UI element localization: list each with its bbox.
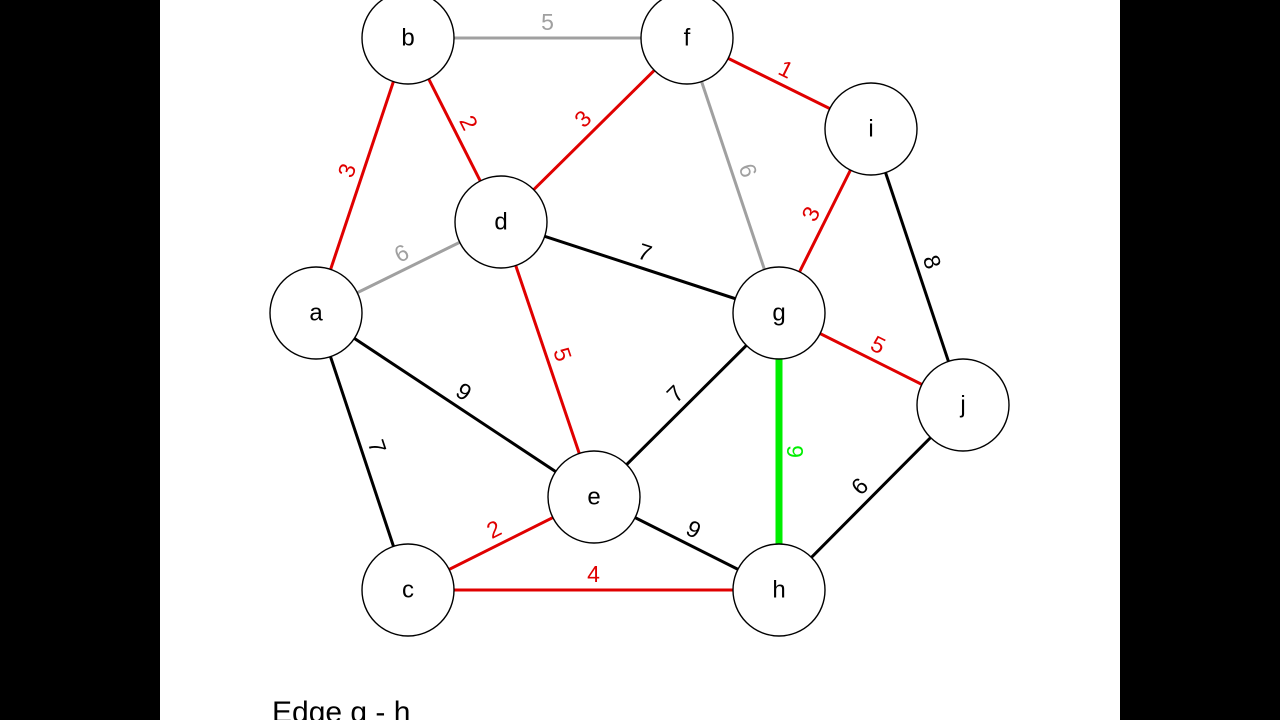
edge-weight-i-j: 8 [918, 252, 947, 272]
edge-weight-b-f: 5 [541, 9, 554, 35]
node-label-d: d [494, 209, 507, 236]
node-label-i: i [868, 116, 873, 143]
node-circle-f [640, 0, 734, 85]
edge-weight-a-b: 3 [332, 160, 361, 180]
node-circle-g [732, 266, 826, 360]
node-label-h: h [772, 577, 785, 604]
edge-weight-f-g: 6 [734, 160, 763, 180]
edge-weight-c-h: 4 [587, 561, 600, 587]
node-circle-b [361, 0, 455, 85]
node-label-f: f [684, 25, 691, 52]
edge-weight-g-i: 3 [796, 202, 825, 225]
node-circle-i [824, 82, 918, 176]
node-g: g [732, 266, 826, 360]
node-f: f [640, 0, 734, 85]
edge-weight-d-e: 5 [548, 344, 577, 364]
node-circle-e [547, 450, 641, 544]
edge-weight-g-h: 9 [782, 445, 808, 458]
edge-line-d-g [500, 220, 780, 315]
node-i: i [824, 82, 918, 176]
edge-weight-a-d: 6 [390, 239, 413, 268]
edge-line-i-j [869, 128, 965, 406]
edge-c-h: 4 [408, 561, 779, 592]
node-d: d [454, 175, 548, 269]
nodes-layer: a b c d e f g h i j [269, 0, 1010, 637]
node-circle-a [269, 266, 363, 360]
edge-weight-a-c: 7 [363, 436, 392, 456]
node-circle-h [732, 543, 826, 637]
node-label-j: j [959, 392, 965, 419]
node-a: a [269, 266, 363, 360]
edge-a-e: 9 [315, 311, 595, 499]
edge-line-a-e [315, 311, 595, 499]
edge-weight-e-h: 9 [682, 515, 705, 544]
node-e: e [547, 450, 641, 544]
node-label-e: e [587, 484, 600, 511]
node-j: j [916, 358, 1010, 452]
node-label-b: b [401, 25, 414, 52]
node-c: c [361, 543, 455, 637]
node-label-a: a [309, 300, 323, 327]
edge-weight-a-e: 9 [451, 377, 476, 406]
node-label-c: c [402, 577, 414, 604]
slide: 5 6 6 7 9 7 7 9 8 6 1 2 3 3 3 5 5 2 4 9 a b c d e f g h i j Edge g -… [160, 0, 1120, 720]
edge-line-f-g [685, 37, 781, 314]
node-label-g: g [772, 300, 785, 327]
edge-weight-f-i: 1 [775, 55, 798, 84]
caption: Edge g - h [272, 696, 411, 720]
edge-weight-b-d: 2 [454, 111, 483, 134]
node-b: b [361, 0, 455, 85]
edge-line-a-b [314, 37, 410, 314]
node-circle-j [916, 358, 1010, 452]
edge-weight-e-g: 7 [662, 380, 689, 407]
edge-line-a-c [314, 312, 410, 591]
edge-weight-c-e: 2 [482, 515, 505, 544]
graph-diagram: 5 6 6 7 9 7 7 9 8 6 1 2 3 3 3 5 5 2 4 9 a b c d e f g h i j [269, 0, 1010, 637]
edge-line-d-e [499, 221, 596, 498]
edge-weight-d-f: 3 [569, 105, 596, 132]
node-h: h [732, 543, 826, 637]
edge-weight-g-j: 5 [867, 330, 890, 359]
edge-weight-h-j: 6 [846, 473, 873, 500]
edge-weight-d-g: 7 [635, 238, 655, 267]
node-circle-c [361, 543, 455, 637]
node-circle-d [454, 175, 548, 269]
